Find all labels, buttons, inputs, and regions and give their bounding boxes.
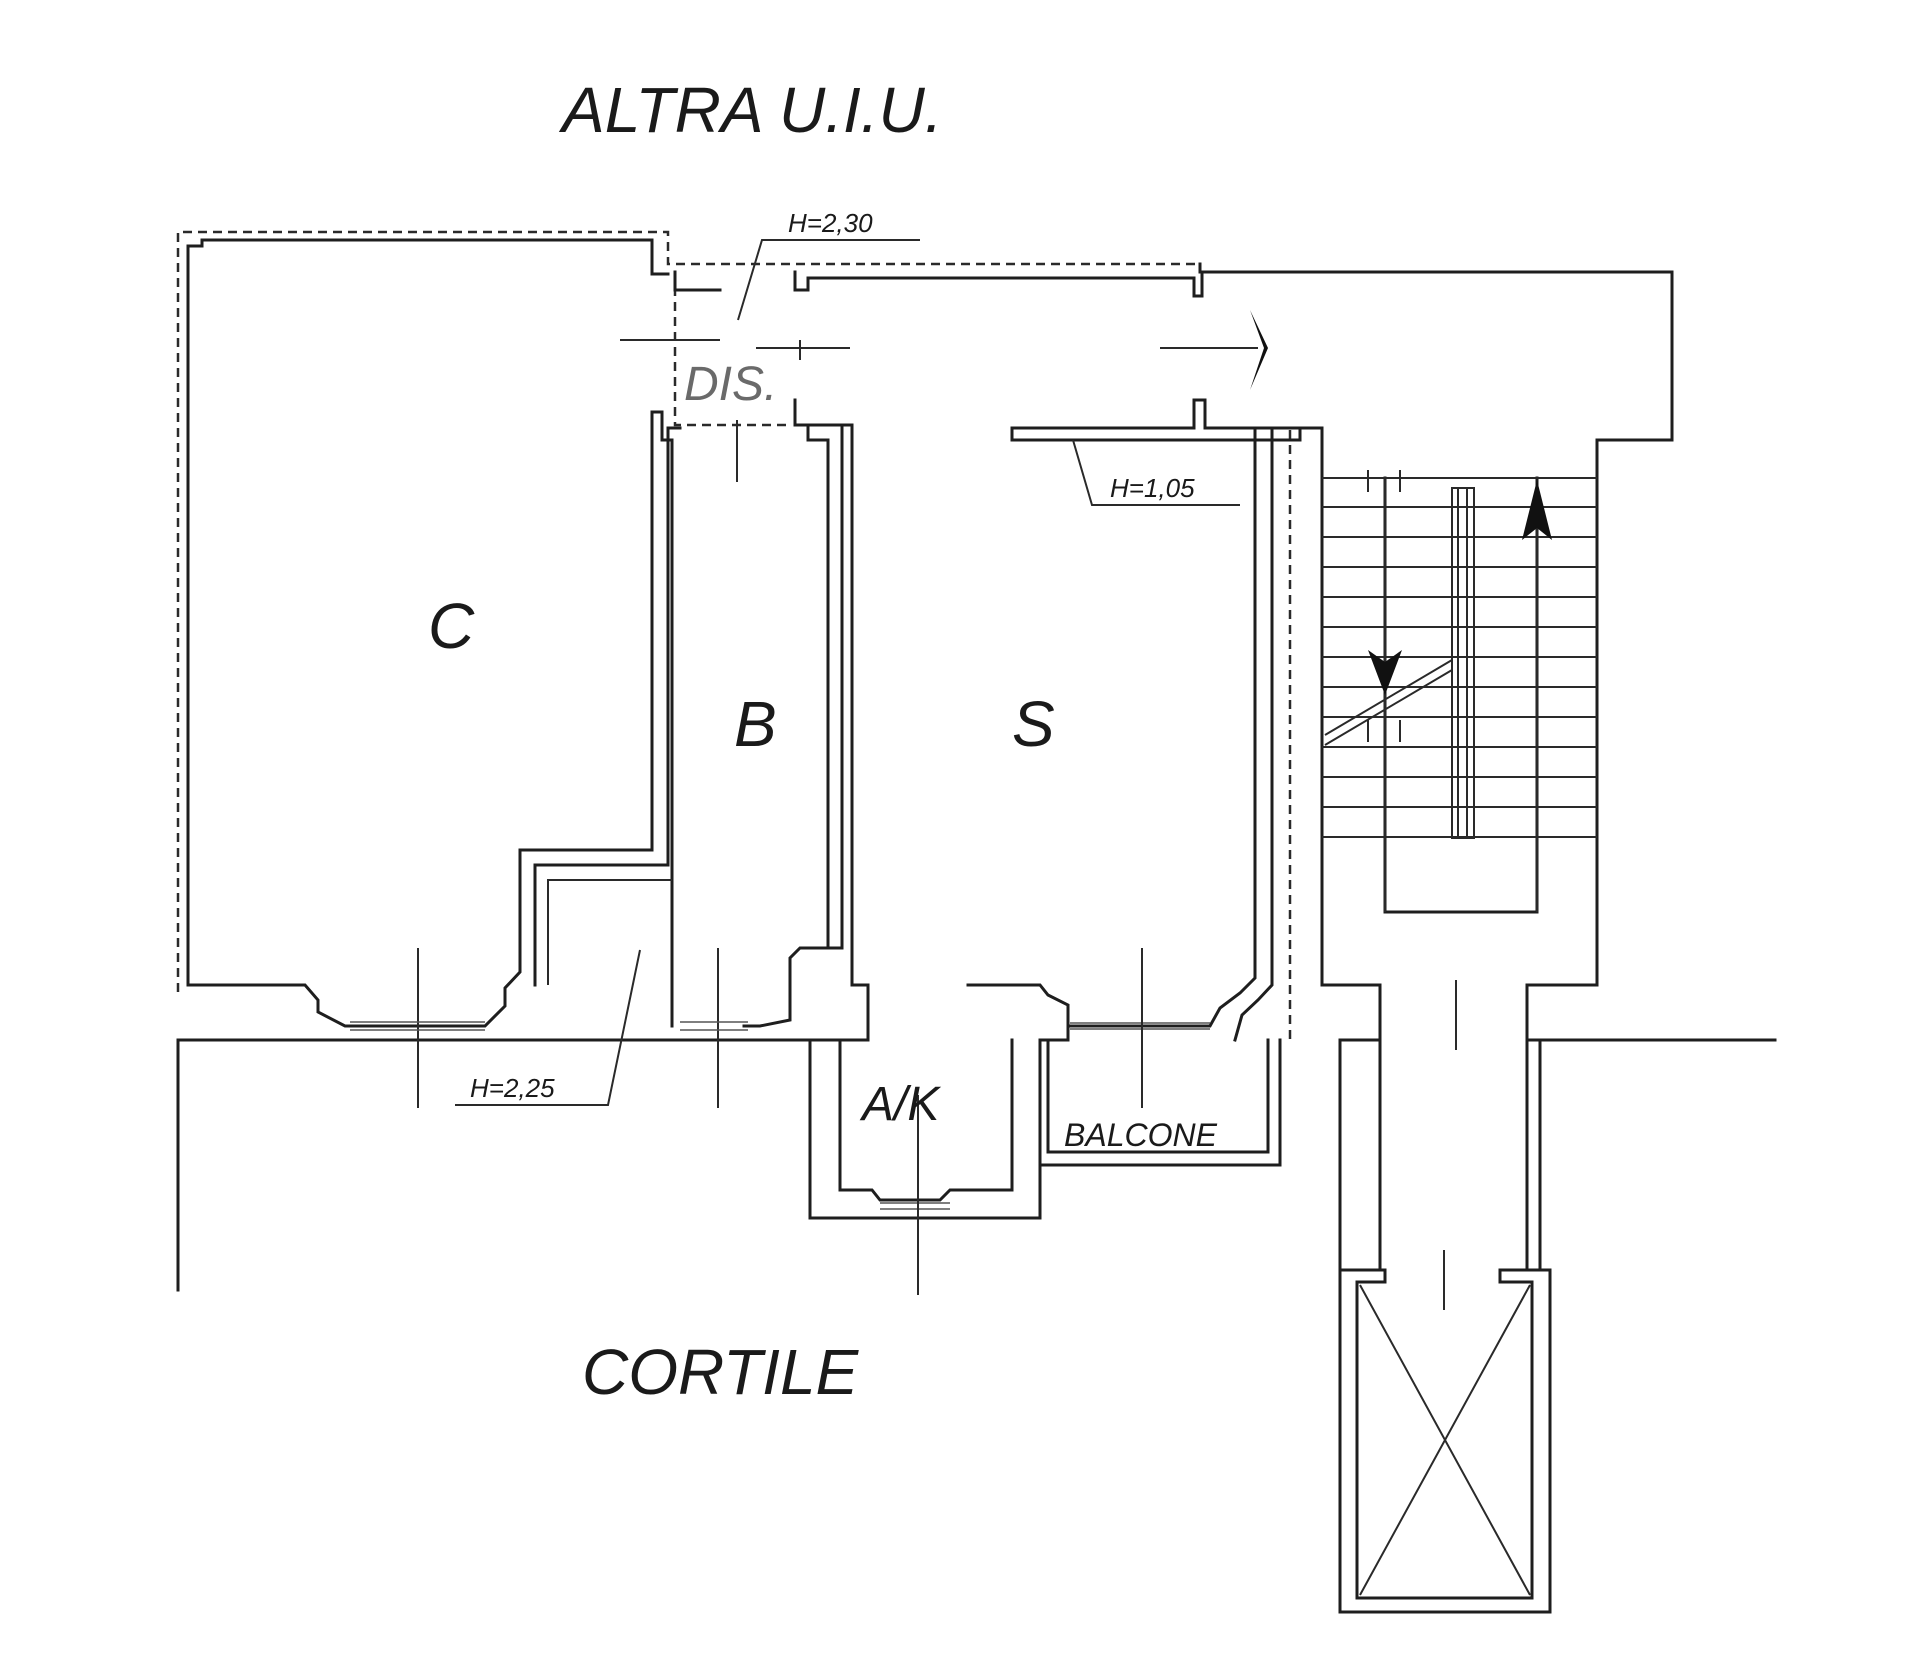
bottom-label: CORTILE xyxy=(582,1336,860,1408)
s-parapet-top xyxy=(1010,398,1302,430)
dis-jamb-left xyxy=(673,270,722,292)
dis-jamb-right xyxy=(793,270,1204,298)
lift-outer xyxy=(1338,1268,1552,1614)
wall-b-right-inner xyxy=(806,423,830,950)
height-105-label: H=1,05 xyxy=(1110,473,1195,503)
room-c-b-walls xyxy=(186,398,870,1042)
room-c-dashed-boundary xyxy=(176,230,1200,992)
balcone-inner xyxy=(1046,1038,1270,1154)
height-leaders xyxy=(455,239,1240,1106)
ak-window xyxy=(880,1202,950,1210)
room-c-inner-wall xyxy=(186,238,670,987)
height-230-label: H=2,30 xyxy=(788,208,873,238)
height-225-label: H=2,25 xyxy=(470,1073,555,1103)
room-dis-label: DIS. xyxy=(684,358,777,411)
top-label: ALTRA U.I.U. xyxy=(558,74,943,146)
room-b-label: B xyxy=(734,688,777,760)
s-right-wall-outer xyxy=(1233,428,1274,1042)
stair-break-line xyxy=(1324,659,1453,746)
facade xyxy=(176,1038,1777,1292)
lift-walls xyxy=(1338,1268,1552,1600)
room-s-walls xyxy=(1010,398,1324,1167)
wall-b-right xyxy=(742,398,844,1028)
lift-shaft xyxy=(1338,1038,1552,1614)
wall-c-b xyxy=(186,410,674,1028)
dis-dashed-left xyxy=(673,272,790,427)
room-ak-label: A/K xyxy=(859,1078,941,1131)
wall-c-b-inner xyxy=(533,426,682,987)
balcone-outer xyxy=(1038,1038,1282,1167)
room-c-label: C xyxy=(428,590,475,662)
balcony-label: BALCONE xyxy=(1064,1117,1218,1153)
s-parapet xyxy=(1010,426,1324,987)
wall-b-s xyxy=(808,423,870,1042)
entry-arrow-icon xyxy=(1250,310,1268,390)
room-s-label: S xyxy=(1012,688,1055,760)
lift-right-side xyxy=(1525,1038,1542,1272)
stair-up-arrow-icon xyxy=(1522,480,1552,540)
ak-pier-right xyxy=(966,983,1070,1042)
stair-treads xyxy=(1322,477,1597,838)
stair-handrail xyxy=(1451,487,1475,839)
s-window xyxy=(1070,1022,1210,1030)
ak-inner-wall xyxy=(838,1038,1014,1202)
s-right-wall xyxy=(1066,428,1257,1028)
axis-ticks xyxy=(350,339,1143,1295)
upper-boundary xyxy=(176,230,1674,1042)
stair-down-arrow-icon xyxy=(1368,650,1402,695)
lift-cross xyxy=(1359,1284,1531,1596)
c-lower-partition xyxy=(547,879,672,985)
stair-outer-left xyxy=(1320,438,1382,1042)
stair-landing xyxy=(1338,1038,1382,1272)
top-wall-right xyxy=(1198,262,1674,1042)
staircase xyxy=(1160,310,1597,1272)
